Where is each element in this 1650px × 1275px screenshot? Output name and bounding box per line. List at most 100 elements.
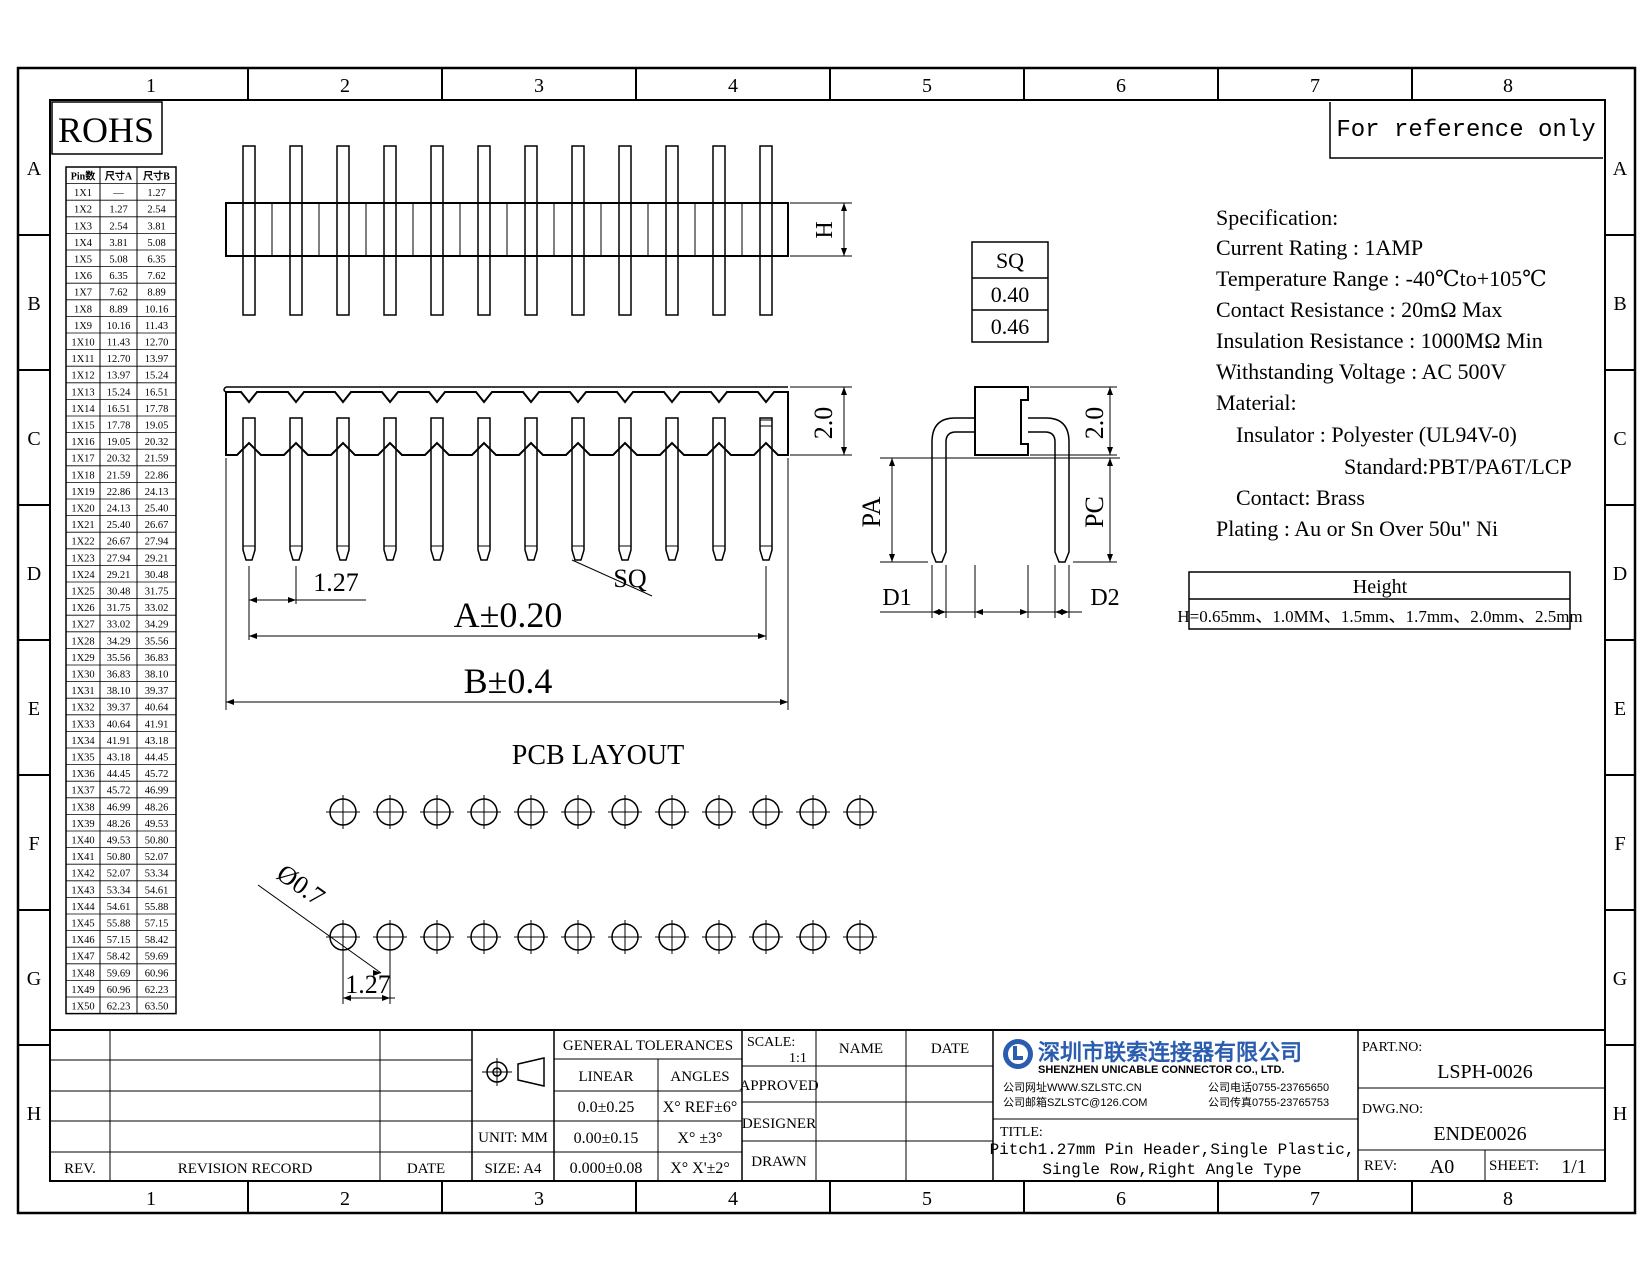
company-name-cn: 深圳市联索连接器有限公司: [1038, 1040, 1302, 1065]
pin-table-cell: 1X29: [71, 653, 94, 664]
pin-table-cell: 15.24: [145, 371, 169, 382]
row-label: G: [27, 968, 41, 990]
pin-table-cell: 1X22: [71, 537, 94, 548]
spec-withstanding-voltage: Withstanding Voltage : AC 500V: [1216, 359, 1507, 384]
pin-table-cell: 21.59: [145, 454, 169, 465]
top-view-pin: [430, 145, 444, 316]
height-table-header: Height: [1353, 576, 1408, 598]
pin-table-cell: 1X30: [71, 670, 94, 681]
pin-table-cell: 54.61: [145, 885, 169, 896]
rev-field-label: REV:: [1364, 1158, 1397, 1174]
row-label: H: [27, 1103, 41, 1125]
scale-label: SCALE:: [747, 1035, 795, 1050]
pin-table-cell: 1X50: [71, 1002, 94, 1013]
pin-table-cell: 1X3: [74, 221, 92, 232]
column-label: 8: [1503, 75, 1513, 97]
column-label: 6: [1116, 75, 1126, 97]
pin-table-cell: 62.23: [145, 985, 169, 996]
pin-table-cell: 1X14: [71, 404, 95, 415]
dwg-no-label: DWG.NO:: [1362, 1102, 1423, 1117]
pin-table-cell: 11.43: [107, 338, 130, 349]
pin-table-cell: 1X10: [71, 338, 94, 349]
pin-table-cell: 1X26: [71, 603, 94, 614]
row-label: B: [27, 293, 40, 315]
front-view-pin: [289, 417, 303, 561]
pin-table-cell: 60.96: [107, 985, 131, 996]
front-view-pin: [383, 417, 397, 561]
pin-marker: [759, 419, 773, 427]
dim-arrow: [1107, 458, 1113, 466]
side-view-pin-right: [1028, 417, 1070, 563]
pin-table-cell: 40.64: [145, 703, 169, 714]
pin-table-cell: 49.53: [145, 819, 169, 830]
pin-table-cell: 1X17: [71, 454, 94, 465]
pin-table-cell: 3.81: [109, 238, 127, 249]
pin-table-cell: 19.05: [107, 437, 131, 448]
reference-note: For reference only: [1336, 117, 1595, 144]
pin-table-cell: 1X46: [71, 935, 94, 946]
front-view-pin: [477, 417, 491, 561]
pin-table-cell: 1X31: [71, 686, 94, 697]
pin-table-cell: 1X48: [71, 968, 94, 979]
pin-table-cell: 7.62: [147, 271, 165, 282]
sq-table-header: SQ: [996, 248, 1024, 273]
top-view-pin: [618, 145, 632, 316]
title-block: [50, 1029, 1605, 1181]
dwg-no-value: ENDE0026: [1433, 1123, 1526, 1145]
pin-table-cell: 1X27: [71, 620, 94, 631]
pin-table-cell: 1X2: [74, 205, 92, 216]
pin-table-cell: 21.59: [107, 470, 131, 481]
title-label: TITLE:: [1000, 1125, 1043, 1140]
pin-table-cell: 38.10: [145, 670, 169, 681]
top-view-pin: [712, 145, 726, 316]
pin-table-cell: 20.32: [107, 454, 131, 465]
scale-value: 1:1: [789, 1051, 807, 1066]
dim-arrow: [841, 203, 847, 211]
dim-arrow: [1061, 609, 1069, 615]
pin-table-cell: 1X7: [74, 288, 92, 299]
company-fax: 公司传真0755-23765753: [1208, 1095, 1329, 1109]
dim-arrow: [249, 633, 257, 639]
pin-table-cell: 1X35: [71, 753, 94, 764]
column-label: 8: [1503, 1188, 1513, 1210]
dim-2-0-front-label: 2.0: [809, 407, 838, 440]
specification-block: Specification: Current Rating : 1AMP Tem…: [1216, 205, 1572, 541]
pin-table-cell: 45.72: [145, 769, 169, 780]
pin-table-cell: 39.37: [145, 686, 169, 697]
pin-table-cell: 16.51: [107, 404, 131, 415]
pin-table-cell: 33.02: [145, 603, 169, 614]
pin-table-cell: 39.37: [107, 703, 131, 714]
front-view-pin: [336, 417, 350, 561]
pin-table-cell: 31.75: [107, 603, 131, 614]
pin-table-cell: 34.29: [107, 636, 131, 647]
top-view-pin: [242, 145, 256, 316]
pin-table-cell: 59.69: [107, 968, 131, 979]
pin-table-cell: 15.24: [107, 387, 131, 398]
pin-table-cell: 53.34: [145, 869, 169, 880]
pin-table-cell: 27.94: [145, 537, 169, 548]
pin-table-cell: 29.21: [145, 553, 169, 564]
size-label: SIZE: A4: [484, 1161, 542, 1177]
dim-a-label: A±0.20: [454, 595, 563, 635]
pin-table-cell: 53.34: [107, 885, 131, 896]
sq-value-1: 0.40: [991, 282, 1030, 307]
pin-table-cell: 52.07: [107, 869, 131, 880]
spec-title: Specification:: [1216, 205, 1338, 230]
dim-arrow: [889, 458, 895, 466]
pin-table-cell: 6.35: [147, 255, 165, 266]
pin-table-cell: 27.94: [107, 553, 131, 564]
pin-table-cell: 25.40: [145, 504, 169, 515]
pin-table-cell: 55.88: [107, 919, 131, 930]
unit-label: UNIT: MM: [478, 1130, 548, 1146]
pin-table-cell: 36.83: [145, 653, 169, 664]
pin-table-cell: 17.78: [107, 421, 131, 432]
row-label: G: [1613, 968, 1627, 990]
top-view: [225, 145, 852, 316]
pin-table-cell: 11.43: [145, 321, 168, 332]
row-label: C: [27, 428, 40, 450]
column-label: 5: [922, 1188, 932, 1210]
angles-label: ANGLES: [670, 1069, 729, 1085]
dim-hole-dia-label: Ø0.7: [272, 858, 331, 911]
rohs-label: ROHS: [58, 110, 154, 150]
